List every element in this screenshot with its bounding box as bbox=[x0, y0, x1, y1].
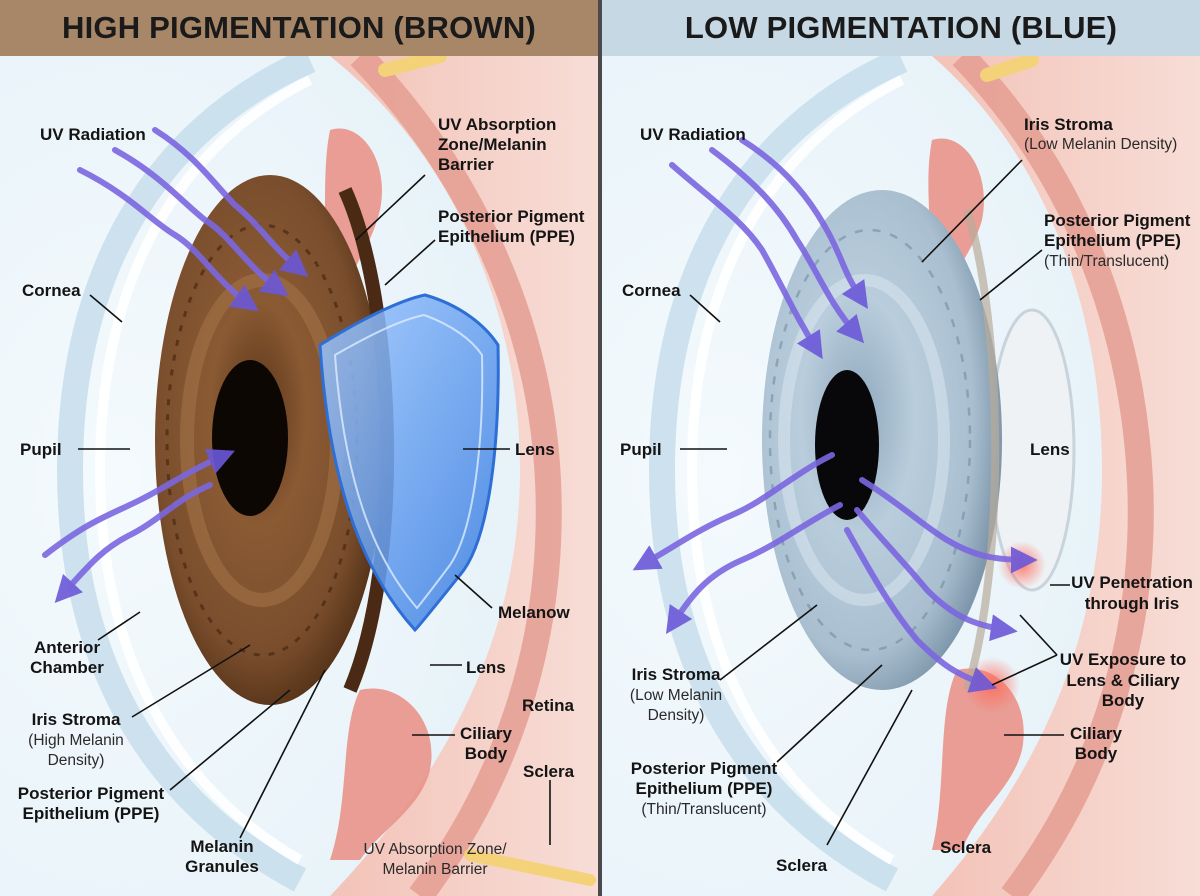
melanin-shield bbox=[318, 293, 500, 633]
label-iris-stroma-top-sub: (Low Melanin Density) bbox=[1024, 136, 1178, 153]
label-cornea: Cornea bbox=[22, 281, 81, 300]
label-sclera-1: Sclera bbox=[940, 838, 992, 857]
label-retina: Retina bbox=[522, 696, 574, 715]
panel-divider bbox=[598, 0, 602, 896]
yellow-fat-layer bbox=[980, 56, 1039, 82]
label-iris-stroma-top: Iris Stroma bbox=[1024, 115, 1113, 134]
uv-arrows-penetrating bbox=[632, 137, 1038, 693]
pupil bbox=[815, 370, 879, 520]
yellow-fat-layer-bottom bbox=[464, 849, 596, 886]
label-ppe-top-sub: (Thin/Translucent) bbox=[1044, 253, 1170, 270]
label-uv-absorption-zone-2: Zone/Melanin bbox=[438, 135, 547, 154]
cornea-inner bbox=[686, 75, 905, 865]
uv-arrows-incoming bbox=[42, 127, 309, 603]
label-iris-stroma-sub-2: Density) bbox=[647, 707, 705, 724]
label-ppe-top-1: Posterior Pigment bbox=[438, 207, 585, 226]
shield-inner bbox=[333, 313, 484, 610]
yellow-fat-layer bbox=[378, 56, 447, 77]
label-melanow: Melanow bbox=[498, 603, 570, 622]
right-panel-title: LOW PIGMENTATION (BLUE) bbox=[602, 0, 1200, 56]
blue-eye-illustration bbox=[602, 56, 1200, 896]
label-ppe-top-1: Posterior Pigment bbox=[1044, 211, 1191, 230]
label-uv-exposure-1: UV Exposure to bbox=[1059, 650, 1187, 669]
label-cornea: Cornea bbox=[622, 281, 681, 300]
label-uv-exposure-2: Lens & Ciliary bbox=[1066, 671, 1180, 690]
label-ppe-bottom-1: Posterior Pigment bbox=[630, 759, 778, 778]
label-iris-stroma-sub-1: (Low Melanin bbox=[629, 687, 723, 704]
sclera-band bbox=[952, 56, 1154, 896]
label-ppe-bottom-sub: (Thin/Translucent) bbox=[641, 801, 767, 818]
label-ciliary-body-1: Ciliary bbox=[460, 724, 512, 743]
cornea-outer bbox=[648, 56, 908, 892]
sclera-band bbox=[350, 56, 562, 896]
label-ciliary-body-2: Body bbox=[464, 744, 508, 763]
label-iris-stroma: Iris Stroma bbox=[631, 665, 721, 684]
label-sclera-2: Sclera bbox=[776, 856, 828, 875]
label-iris-stroma: Iris Stroma bbox=[31, 710, 121, 729]
label-ciliary-body-2: Body bbox=[1074, 744, 1118, 763]
label-uv-radiation: UV Radiation bbox=[40, 125, 146, 144]
ciliary-body-bottom bbox=[932, 668, 1024, 850]
label-uv-penetration-1: UV Penetration bbox=[1071, 573, 1193, 592]
label-uv-penetration-2: through Iris bbox=[1084, 594, 1180, 613]
pupil bbox=[212, 360, 288, 516]
label-uv-absorption-zone-1: UV Absorption bbox=[438, 115, 557, 134]
label-uv-absorption-zone-3: Barrier bbox=[438, 155, 494, 174]
label-melanin-granules-1: Melanin bbox=[190, 837, 254, 856]
label-lens: Lens bbox=[1030, 440, 1070, 459]
label-pupil: Pupil bbox=[620, 440, 662, 459]
label-sclera: Sclera bbox=[523, 762, 575, 781]
uv-penetration-glow bbox=[998, 541, 1046, 589]
label-lens-lower: Lens bbox=[466, 658, 506, 677]
label-ppe-top-2: Epithelium (PPE) bbox=[1044, 231, 1181, 250]
label-ppe-top-2: Epithelium (PPE) bbox=[438, 227, 575, 246]
left-panel-high-pigmentation: HIGH PIGMENTATION (BROWN) bbox=[0, 0, 598, 896]
label-iris-stroma-sub-2: Density) bbox=[47, 752, 105, 769]
label-iris-stroma-sub-1: (High Melanin bbox=[28, 732, 124, 749]
label-melanin-granules-2: Granules bbox=[185, 857, 259, 876]
sclera-tissue bbox=[932, 56, 1200, 896]
label-uv-exposure-3: Body bbox=[1101, 691, 1145, 710]
label-anterior-chamber-2: Chamber bbox=[30, 658, 104, 677]
label-ppe-bottom-2: Epithelium (PPE) bbox=[635, 779, 773, 798]
leader-lines bbox=[78, 174, 551, 845]
brown-eye-illustration bbox=[0, 56, 598, 896]
label-pupil: Pupil bbox=[20, 440, 62, 459]
left-panel-title: HIGH PIGMENTATION (BROWN) bbox=[0, 0, 598, 56]
label-ppe-bottom-1: Posterior Pigment bbox=[17, 784, 165, 803]
label-ciliary-body-1: Ciliary bbox=[1070, 724, 1122, 743]
label-uv-radiation: UV Radiation bbox=[640, 125, 746, 144]
ciliary-body-bottom bbox=[330, 688, 432, 860]
leader-lines bbox=[680, 159, 1070, 846]
label-ppe-bottom-2: Epithelium (PPE) bbox=[22, 804, 160, 823]
label-uv-zone-bottom-2: Melanin Barrier bbox=[382, 861, 488, 878]
label-uv-zone-bottom-1: UV Absorption Zone/ bbox=[363, 841, 507, 858]
ppe-thin-edge bbox=[963, 208, 1000, 692]
iris-inner-texture bbox=[768, 228, 972, 652]
label-anterior-chamber-1: Anterior bbox=[33, 638, 101, 657]
blue-iris bbox=[762, 190, 1002, 690]
label-lens: Lens bbox=[515, 440, 555, 459]
right-panel-low-pigmentation: LOW PIGMENTATION (BLUE) bbox=[602, 0, 1200, 896]
